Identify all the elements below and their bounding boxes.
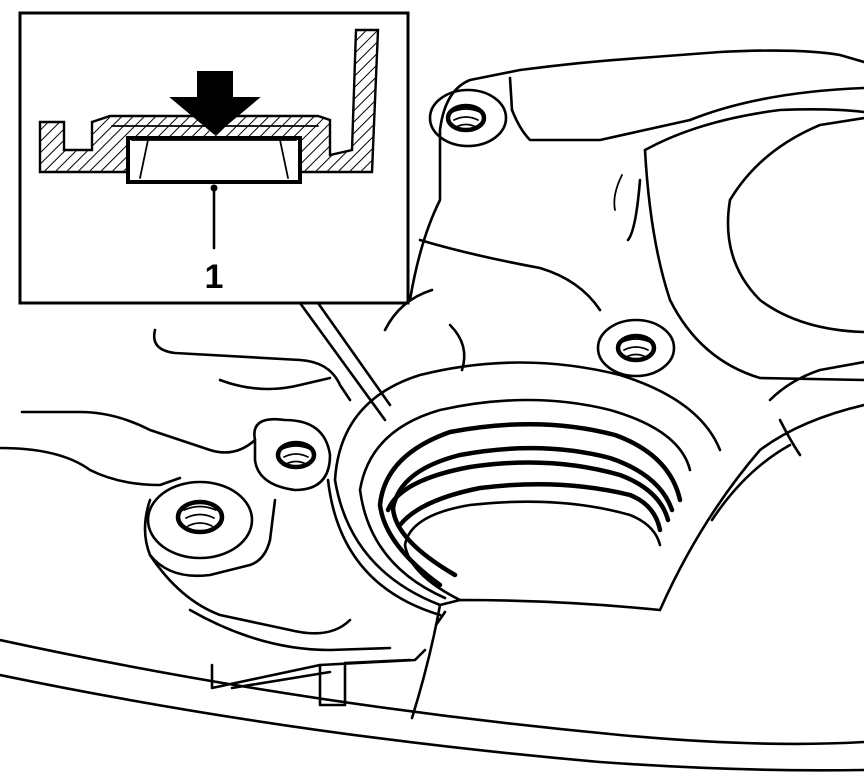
bolt-hole-top bbox=[428, 88, 508, 148]
bolt-hole-right bbox=[596, 318, 676, 378]
bolt-hole-middle bbox=[253, 417, 332, 492]
seal-bore bbox=[326, 361, 722, 627]
callout-label-1: 1 bbox=[205, 258, 224, 296]
bolt-hole-lower-left bbox=[146, 480, 254, 560]
detail-inset: 1 bbox=[18, 11, 410, 422]
seal-ring-part-1 bbox=[126, 136, 302, 184]
transmission-housing bbox=[0, 49, 864, 772]
press-arrow-icon bbox=[169, 71, 261, 136]
